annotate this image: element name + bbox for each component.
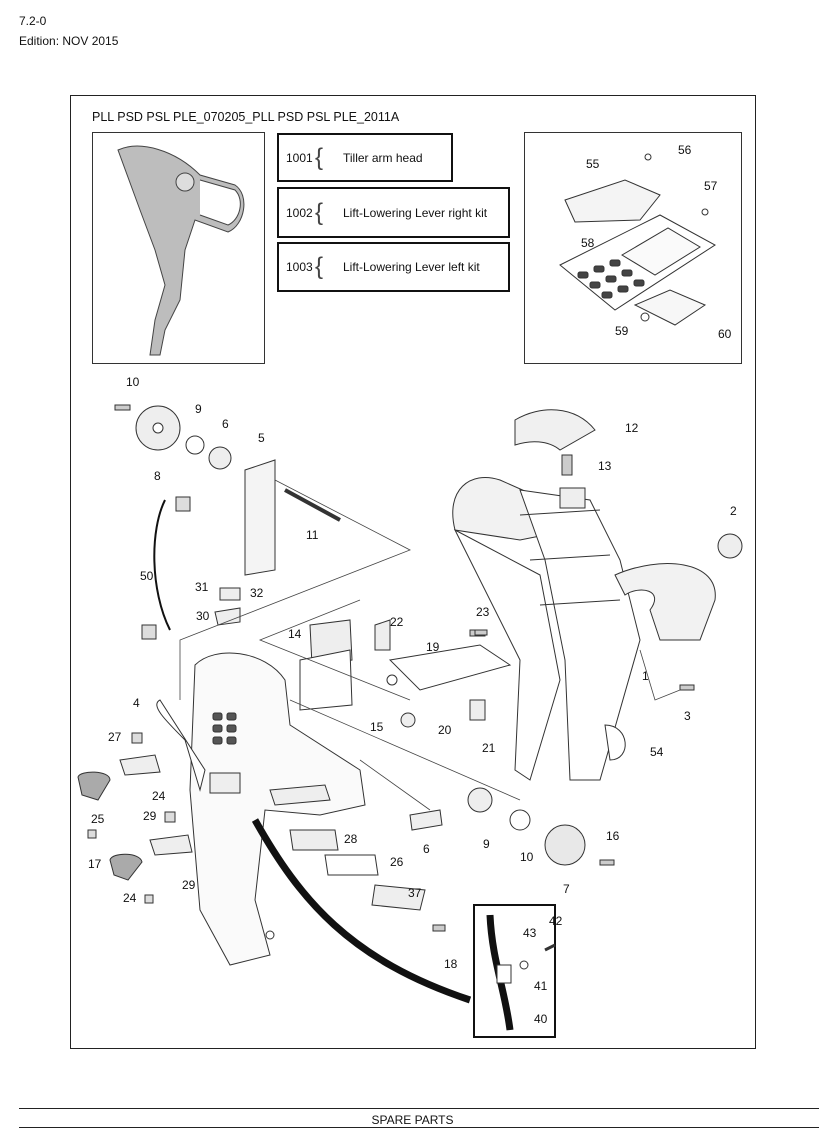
kit-1002: 1002 { Lift-Lowering Lever right kit bbox=[277, 187, 510, 238]
callout-7: 7 bbox=[563, 882, 570, 896]
callout-24: 24 bbox=[152, 789, 166, 803]
cable-detail-box bbox=[473, 904, 556, 1038]
callout-3: 3 bbox=[684, 709, 691, 723]
callout-18: 18 bbox=[444, 957, 458, 971]
callout-12: 12 bbox=[625, 421, 639, 435]
kit-1003: 1003 { Lift-Lowering Lever left kit bbox=[277, 242, 510, 292]
callout-59: 59 bbox=[615, 324, 629, 338]
callout-32: 32 bbox=[250, 586, 264, 600]
callout-29: 29 bbox=[143, 809, 157, 823]
kit-description: Tiller arm head bbox=[343, 150, 423, 165]
kit-1001: 1001 { Tiller arm head bbox=[277, 133, 453, 182]
callout-11: 11 bbox=[306, 528, 319, 542]
callout-6: 6 bbox=[423, 842, 430, 856]
callout-20: 20 bbox=[438, 723, 452, 737]
brace-icon: { bbox=[315, 198, 324, 226]
callout-6: 6 bbox=[222, 417, 229, 431]
kit-code: 1001 bbox=[286, 150, 313, 165]
callout-29: 29 bbox=[182, 878, 196, 892]
callout-41: 41 bbox=[534, 979, 548, 993]
screw-icon bbox=[544, 943, 556, 952]
leader-lines bbox=[179, 479, 681, 811]
callout-5: 5 bbox=[258, 431, 265, 445]
cable-clip-icon bbox=[496, 964, 512, 984]
callout-50: 50 bbox=[140, 569, 154, 583]
control-shell-illustration bbox=[156, 652, 366, 966]
callout-55: 55 bbox=[586, 157, 600, 171]
callout-42: 42 bbox=[549, 914, 563, 928]
footer-rule-top bbox=[19, 1108, 819, 1109]
section-number: 7.2-0 bbox=[19, 14, 47, 28]
callout-14: 14 bbox=[288, 627, 302, 641]
callout-31: 31 bbox=[195, 580, 209, 594]
callout-9: 9 bbox=[483, 837, 490, 851]
keypad-illustration bbox=[559, 153, 716, 326]
callout-16: 16 bbox=[606, 829, 620, 843]
callout-23: 23 bbox=[476, 605, 490, 619]
footer-rule-bottom bbox=[19, 1127, 819, 1128]
callout-19: 19 bbox=[426, 640, 440, 654]
callout-58: 58 bbox=[581, 236, 595, 250]
callout-60: 60 bbox=[718, 327, 732, 341]
footer-label: SPARE PARTS bbox=[371, 1113, 454, 1127]
callout-24: 24 bbox=[123, 891, 137, 905]
callout-9: 9 bbox=[195, 402, 202, 416]
callout-1: 1 bbox=[642, 669, 649, 683]
callout-43: 43 bbox=[523, 926, 537, 940]
small-components-illustration bbox=[77, 404, 695, 932]
edition-date: Edition: NOV 2015 bbox=[19, 34, 119, 48]
callout-54: 54 bbox=[650, 745, 664, 759]
callout-57: 57 bbox=[704, 179, 718, 193]
callout-22: 22 bbox=[390, 615, 404, 629]
callout-25: 25 bbox=[91, 812, 105, 826]
tiller-frame-illustration bbox=[452, 409, 743, 781]
callout-10: 10 bbox=[520, 850, 534, 864]
cable-illustration bbox=[251, 818, 472, 1004]
callout-28: 28 bbox=[344, 832, 358, 846]
diagram-frame bbox=[70, 95, 756, 1049]
diagram-title: PLL PSD PSL PLE_070205_PLL PSD PSL PLE_2… bbox=[92, 110, 400, 124]
callout-13: 13 bbox=[598, 459, 612, 473]
tiller-preview-illustration bbox=[117, 145, 245, 356]
callout-10: 10 bbox=[126, 375, 140, 389]
kit-description: Lift-Lowering Lever right kit bbox=[343, 205, 488, 220]
callout-21: 21 bbox=[482, 741, 496, 755]
washer-icon bbox=[519, 960, 529, 970]
callout-26: 26 bbox=[390, 855, 404, 869]
callout-17: 17 bbox=[88, 857, 102, 871]
kit-code: 1003 bbox=[286, 260, 313, 274]
kit-description: Lift-Lowering Lever left kit bbox=[343, 260, 480, 274]
brace-icon: { bbox=[315, 253, 324, 280]
callout-27: 27 bbox=[108, 730, 122, 744]
callout-56: 56 bbox=[678, 143, 692, 157]
callout-40: 40 bbox=[534, 1012, 548, 1026]
callout-8: 8 bbox=[154, 469, 161, 483]
kit-code: 1002 bbox=[286, 205, 313, 220]
callout-4: 4 bbox=[133, 696, 140, 710]
brace-icon: { bbox=[315, 143, 324, 171]
callout-15: 15 bbox=[370, 720, 384, 734]
callout-2: 2 bbox=[730, 504, 737, 518]
callout-37: 37 bbox=[408, 886, 422, 900]
callout-30: 30 bbox=[196, 609, 210, 623]
